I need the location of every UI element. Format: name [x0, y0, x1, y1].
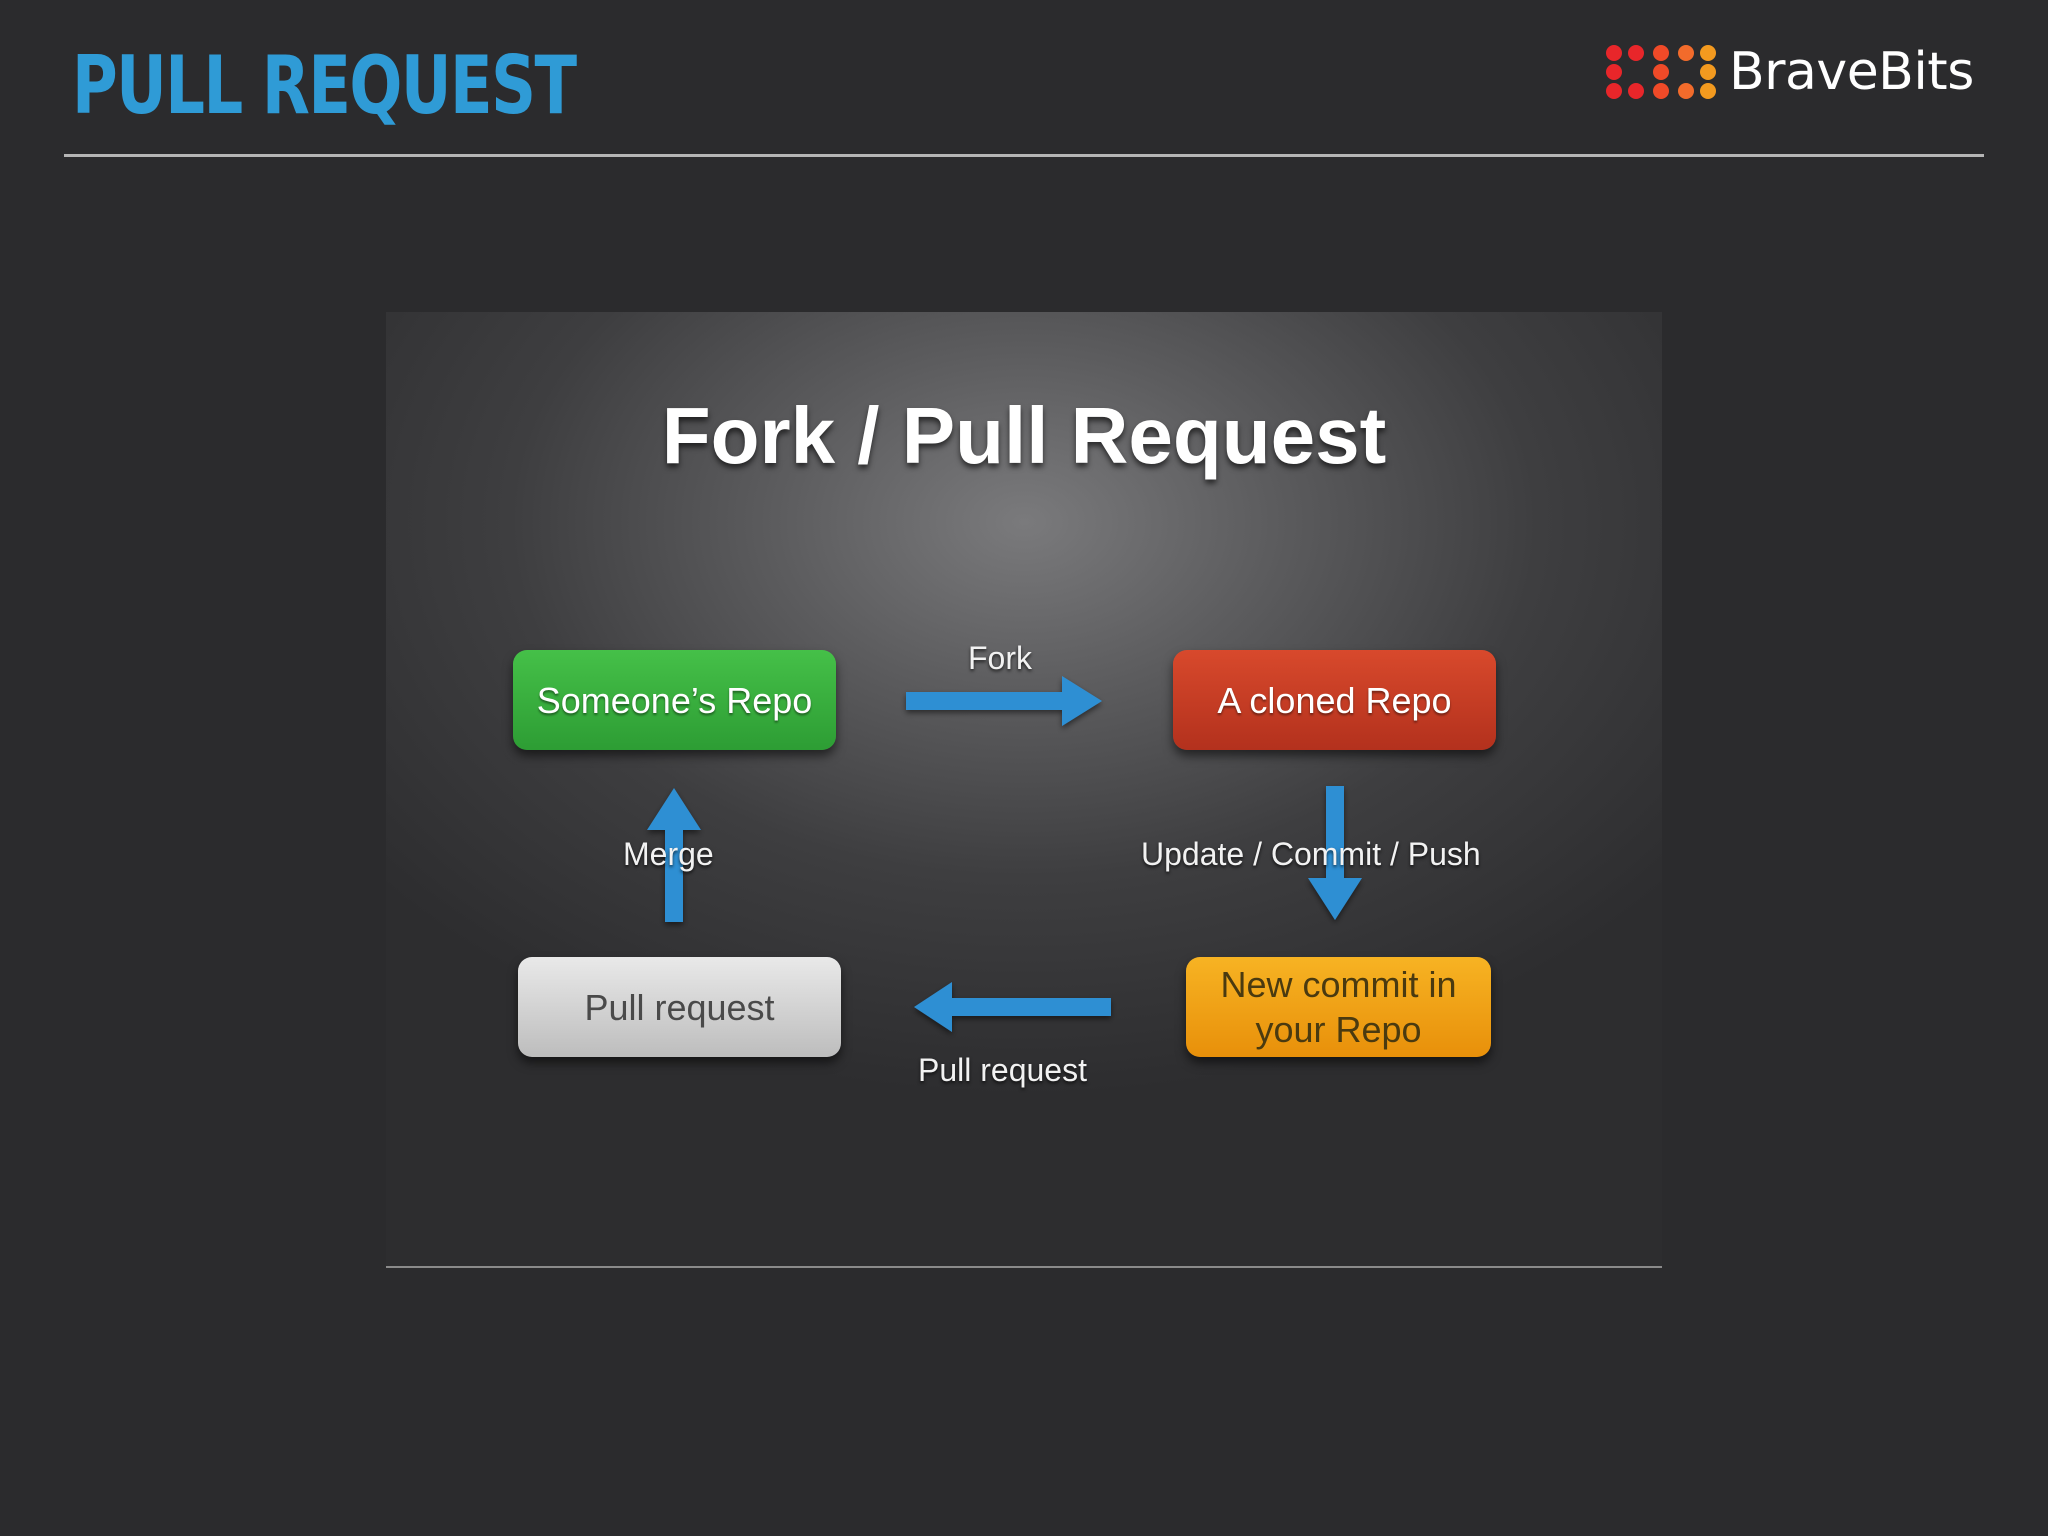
pull-request-arrow-icon [914, 982, 1111, 1032]
fork-arrow-icon [906, 676, 1102, 726]
image-baseline [386, 1266, 1662, 1268]
node-pull-request: Pull request [518, 957, 841, 1057]
diagram-title: Fork / Pull Request [661, 391, 1387, 480]
merge-arrow-icon [647, 788, 701, 922]
node-someones-repo: Someone’s Repo [513, 650, 836, 750]
brand-name: BraveBits [1729, 42, 1974, 102]
bravebits-logo-icon [1606, 45, 1716, 99]
edge-label-update: Update / Commit / Push [1141, 836, 1481, 872]
fork-pull-request-diagram: Fork / Pull Request Someone’s Repo A clo… [386, 312, 1662, 1267]
diagram-arrows [647, 676, 1362, 1032]
node-new-commit: New commit in your Repo [1186, 957, 1491, 1057]
node-cloned-repo: A cloned Repo [1173, 650, 1496, 750]
title-divider [64, 154, 1984, 157]
edge-label-pull-request: Pull request [918, 1052, 1087, 1088]
page-title: PULL REQUEST [72, 39, 577, 132]
edge-label-fork: Fork [968, 640, 1032, 676]
bravebits-logo: BraveBits [1605, 42, 1974, 102]
update-arrow-icon [1308, 786, 1362, 920]
edge-label-merge: Merge [623, 836, 714, 872]
